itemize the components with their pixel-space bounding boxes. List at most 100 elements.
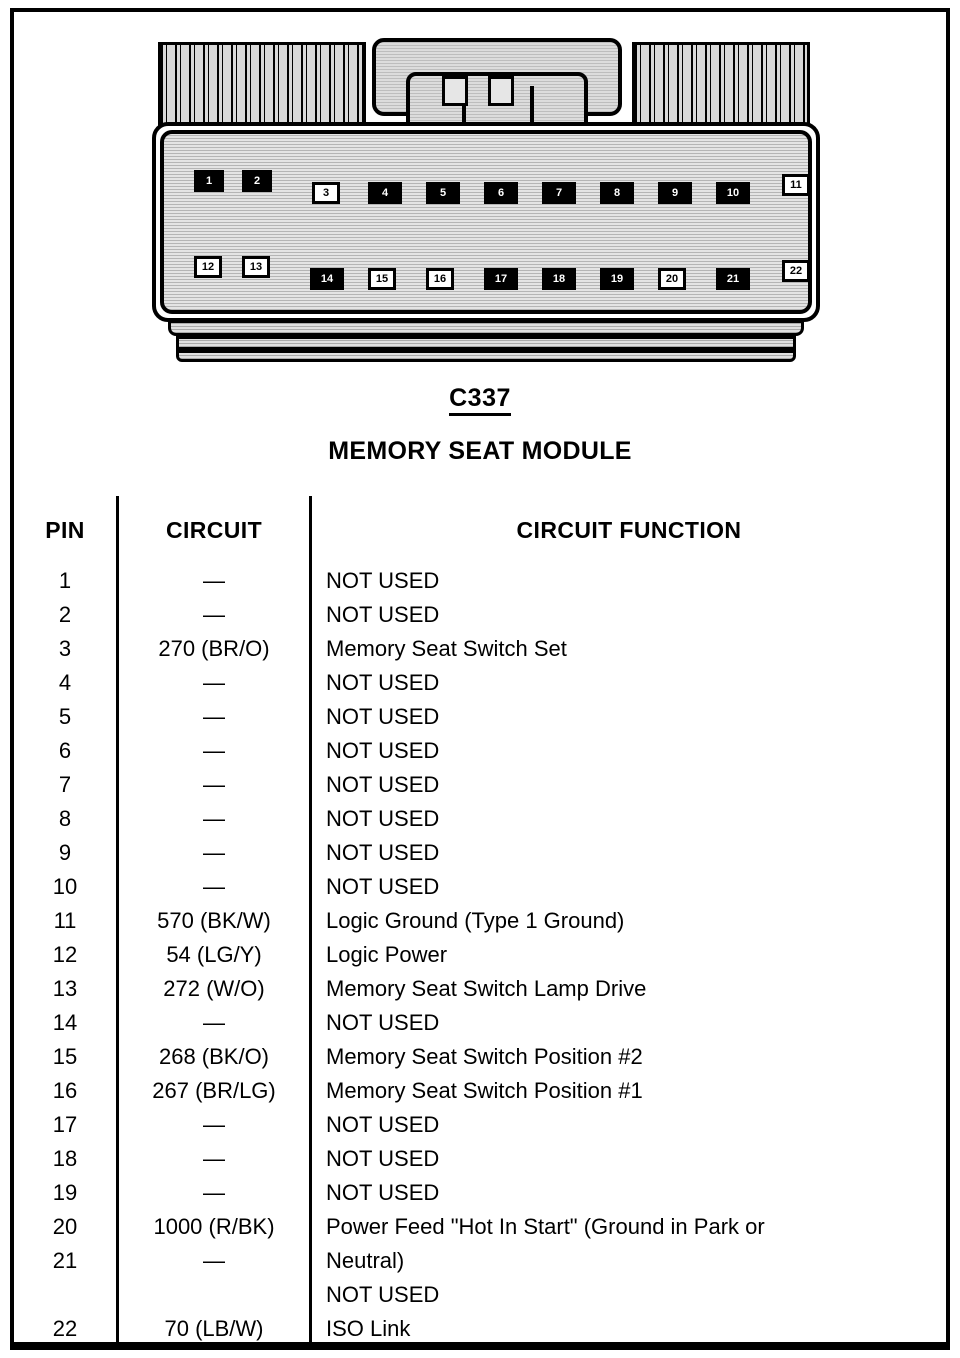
pin-cavity-15: 15 [368, 268, 396, 290]
cell-pin: 13 [14, 972, 119, 1006]
connector-id-caption: C337 [14, 384, 946, 416]
cell-circuit: 272 (W/O) [117, 972, 312, 1006]
cell-circuit: — [117, 870, 312, 904]
cell-circuit: — [117, 1108, 312, 1142]
pin-cavity-18: 18 [542, 268, 576, 290]
cell-circuit: — [117, 1244, 312, 1278]
cell-pin: 15 [14, 1040, 119, 1074]
pin-cavity-17: 17 [484, 268, 518, 290]
pin-cavity-22: 22 [782, 260, 810, 282]
cell-pin: 12 [14, 938, 119, 972]
pin-cavity-7: 7 [542, 182, 576, 204]
cell-function: NOT USED [326, 704, 440, 729]
cell-pin: 22 [14, 1312, 119, 1346]
cell-pin: 9 [14, 836, 119, 870]
header-circuit: CIRCUIT [117, 496, 312, 564]
pin-cavity-12: 12 [194, 256, 222, 278]
cell-function: Memory Seat Switch Position #1 [326, 1078, 643, 1103]
cell-circuit [117, 1278, 312, 1312]
cell-function: Power Feed "Hot In Start" (Ground in Par… [326, 1214, 765, 1239]
table-row: 14—NOT USED [14, 1006, 946, 1040]
cell-circuit: — [117, 666, 312, 700]
table-row: 4—NOT USED [14, 666, 946, 700]
cell-circuit: — [117, 734, 312, 768]
cell-pin: 16 [14, 1074, 119, 1108]
table-row: 1—NOT USED [14, 564, 946, 598]
connector-base-step-2 [176, 336, 796, 350]
cell-circuit: 270 (BR/O) [117, 632, 312, 666]
cell-pin: 8 [14, 802, 119, 836]
pin-cavity-5: 5 [426, 182, 460, 204]
connector-ribbed-tab-right [632, 42, 810, 130]
table-row: 17—NOT USED [14, 1108, 946, 1142]
module-name-caption: MEMORY SEAT MODULE [328, 437, 632, 465]
pin-cavity-14: 14 [310, 268, 344, 290]
pin-cavity-13: 13 [242, 256, 270, 278]
cell-circuit: — [117, 700, 312, 734]
cell-function: NOT USED [326, 1010, 440, 1035]
cell-pin: 10 [14, 870, 119, 904]
cell-circuit: — [117, 598, 312, 632]
cell-pin: 2 [14, 598, 119, 632]
cell-function: Neutral) [326, 1248, 405, 1273]
table-bottom-rule [14, 1342, 946, 1346]
cell-circuit: 570 (BK/W) [117, 904, 312, 938]
pin-cavity-11: 11 [782, 174, 810, 196]
connector-base-step-3 [176, 350, 796, 362]
cell-pin: 17 [14, 1108, 119, 1142]
pinout-header-row: PIN CIRCUIT CIRCUIT FUNCTION [14, 496, 946, 564]
table-row: 8—NOT USED [14, 802, 946, 836]
cell-pin: 5 [14, 700, 119, 734]
table-row: 19—NOT USED [14, 1176, 946, 1210]
connector-base-step-1 [168, 320, 804, 336]
header-function: CIRCUIT FUNCTION [516, 516, 742, 543]
table-row: NOT USED [14, 1278, 946, 1312]
cell-pin: 14 [14, 1006, 119, 1040]
pin-cavity-2: 2 [242, 170, 272, 192]
cell-function: NOT USED [326, 874, 440, 899]
table-row: 21— Neutral) [14, 1244, 946, 1278]
cell-circuit: — [117, 564, 312, 598]
cell-function: Memory Seat Switch Lamp Drive [326, 976, 647, 1001]
cell-pin: 11 [14, 904, 119, 938]
cell-function: Logic Power [326, 942, 448, 967]
table-row: 2— NOT USED [14, 598, 946, 632]
connector-id-text: C337 [449, 384, 511, 416]
cell-circuit: — [117, 802, 312, 836]
cell-pin: 6 [14, 734, 119, 768]
cell-circuit: 1000 (R/BK) [117, 1210, 312, 1244]
cell-circuit: — [117, 1142, 312, 1176]
table-row: 5— NOT USED [14, 700, 946, 734]
table-row: 6—NOT USED [14, 734, 946, 768]
cell-function: NOT USED [326, 772, 440, 797]
table-row: 7—NOT USED [14, 768, 946, 802]
table-row: 9—NOT USED [14, 836, 946, 870]
cell-pin: 21 [14, 1244, 119, 1278]
cell-pin: 4 [14, 666, 119, 700]
cell-circuit: 268 (BK/O) [117, 1040, 312, 1074]
cell-function: ISO Link [326, 1316, 411, 1341]
cell-function: NOT USED [326, 602, 440, 627]
page-border [10, 8, 950, 1350]
cell-pin [14, 1278, 119, 1312]
pin-cavity-20: 20 [658, 268, 686, 290]
cell-function: NOT USED [326, 840, 440, 865]
pin-cavity-4: 4 [368, 182, 402, 204]
cell-circuit: 70 (LB/W) [117, 1312, 312, 1346]
pin-cavity-10: 10 [716, 182, 750, 204]
pin-cavity-16: 16 [426, 268, 454, 290]
cell-pin: 1 [14, 564, 119, 598]
cell-circuit: — [117, 1176, 312, 1210]
